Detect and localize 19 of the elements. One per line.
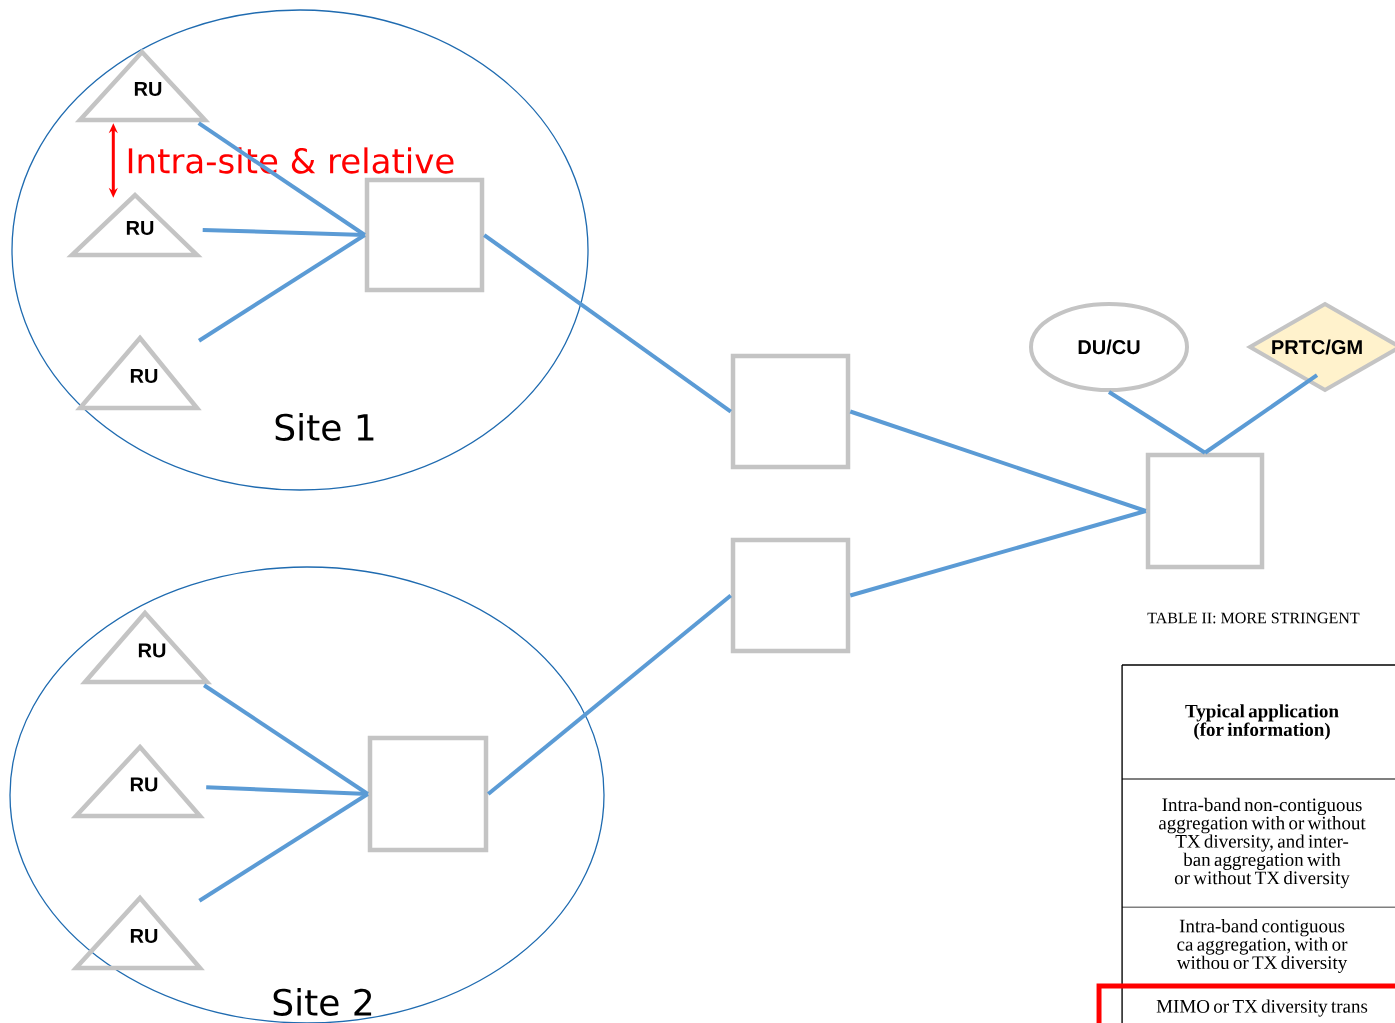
connector-line bbox=[197, 233, 366, 343]
connector-line bbox=[483, 233, 732, 414]
table-cell: Typical application (for information) bbox=[1185, 704, 1339, 740]
switch-box bbox=[367, 735, 489, 853]
connector-line bbox=[487, 593, 733, 796]
connector-line bbox=[1203, 373, 1319, 455]
table-cell: MIMO or TX diversity trans bbox=[1156, 999, 1368, 1017]
connector-line bbox=[849, 509, 1147, 598]
switch-box bbox=[730, 537, 851, 654]
table-cell: Intra-band non-contiguous aggregation with or without TX diversity, and inter-ban aggregation with or without TX diversity bbox=[1159, 797, 1366, 889]
switch-box bbox=[364, 177, 485, 293]
switch-box bbox=[1145, 452, 1265, 570]
connector-line bbox=[203, 683, 369, 796]
table-caption: TABLE II: MORE STRINGENT bbox=[1147, 612, 1360, 624]
table-cell: Intra-band contiguous ca aggregation, with or withou or TX diversity bbox=[1176, 919, 1348, 973]
switch-box bbox=[730, 353, 851, 470]
connector-line bbox=[1107, 390, 1207, 455]
connector-line bbox=[849, 409, 1147, 513]
connector-line bbox=[198, 792, 369, 903]
